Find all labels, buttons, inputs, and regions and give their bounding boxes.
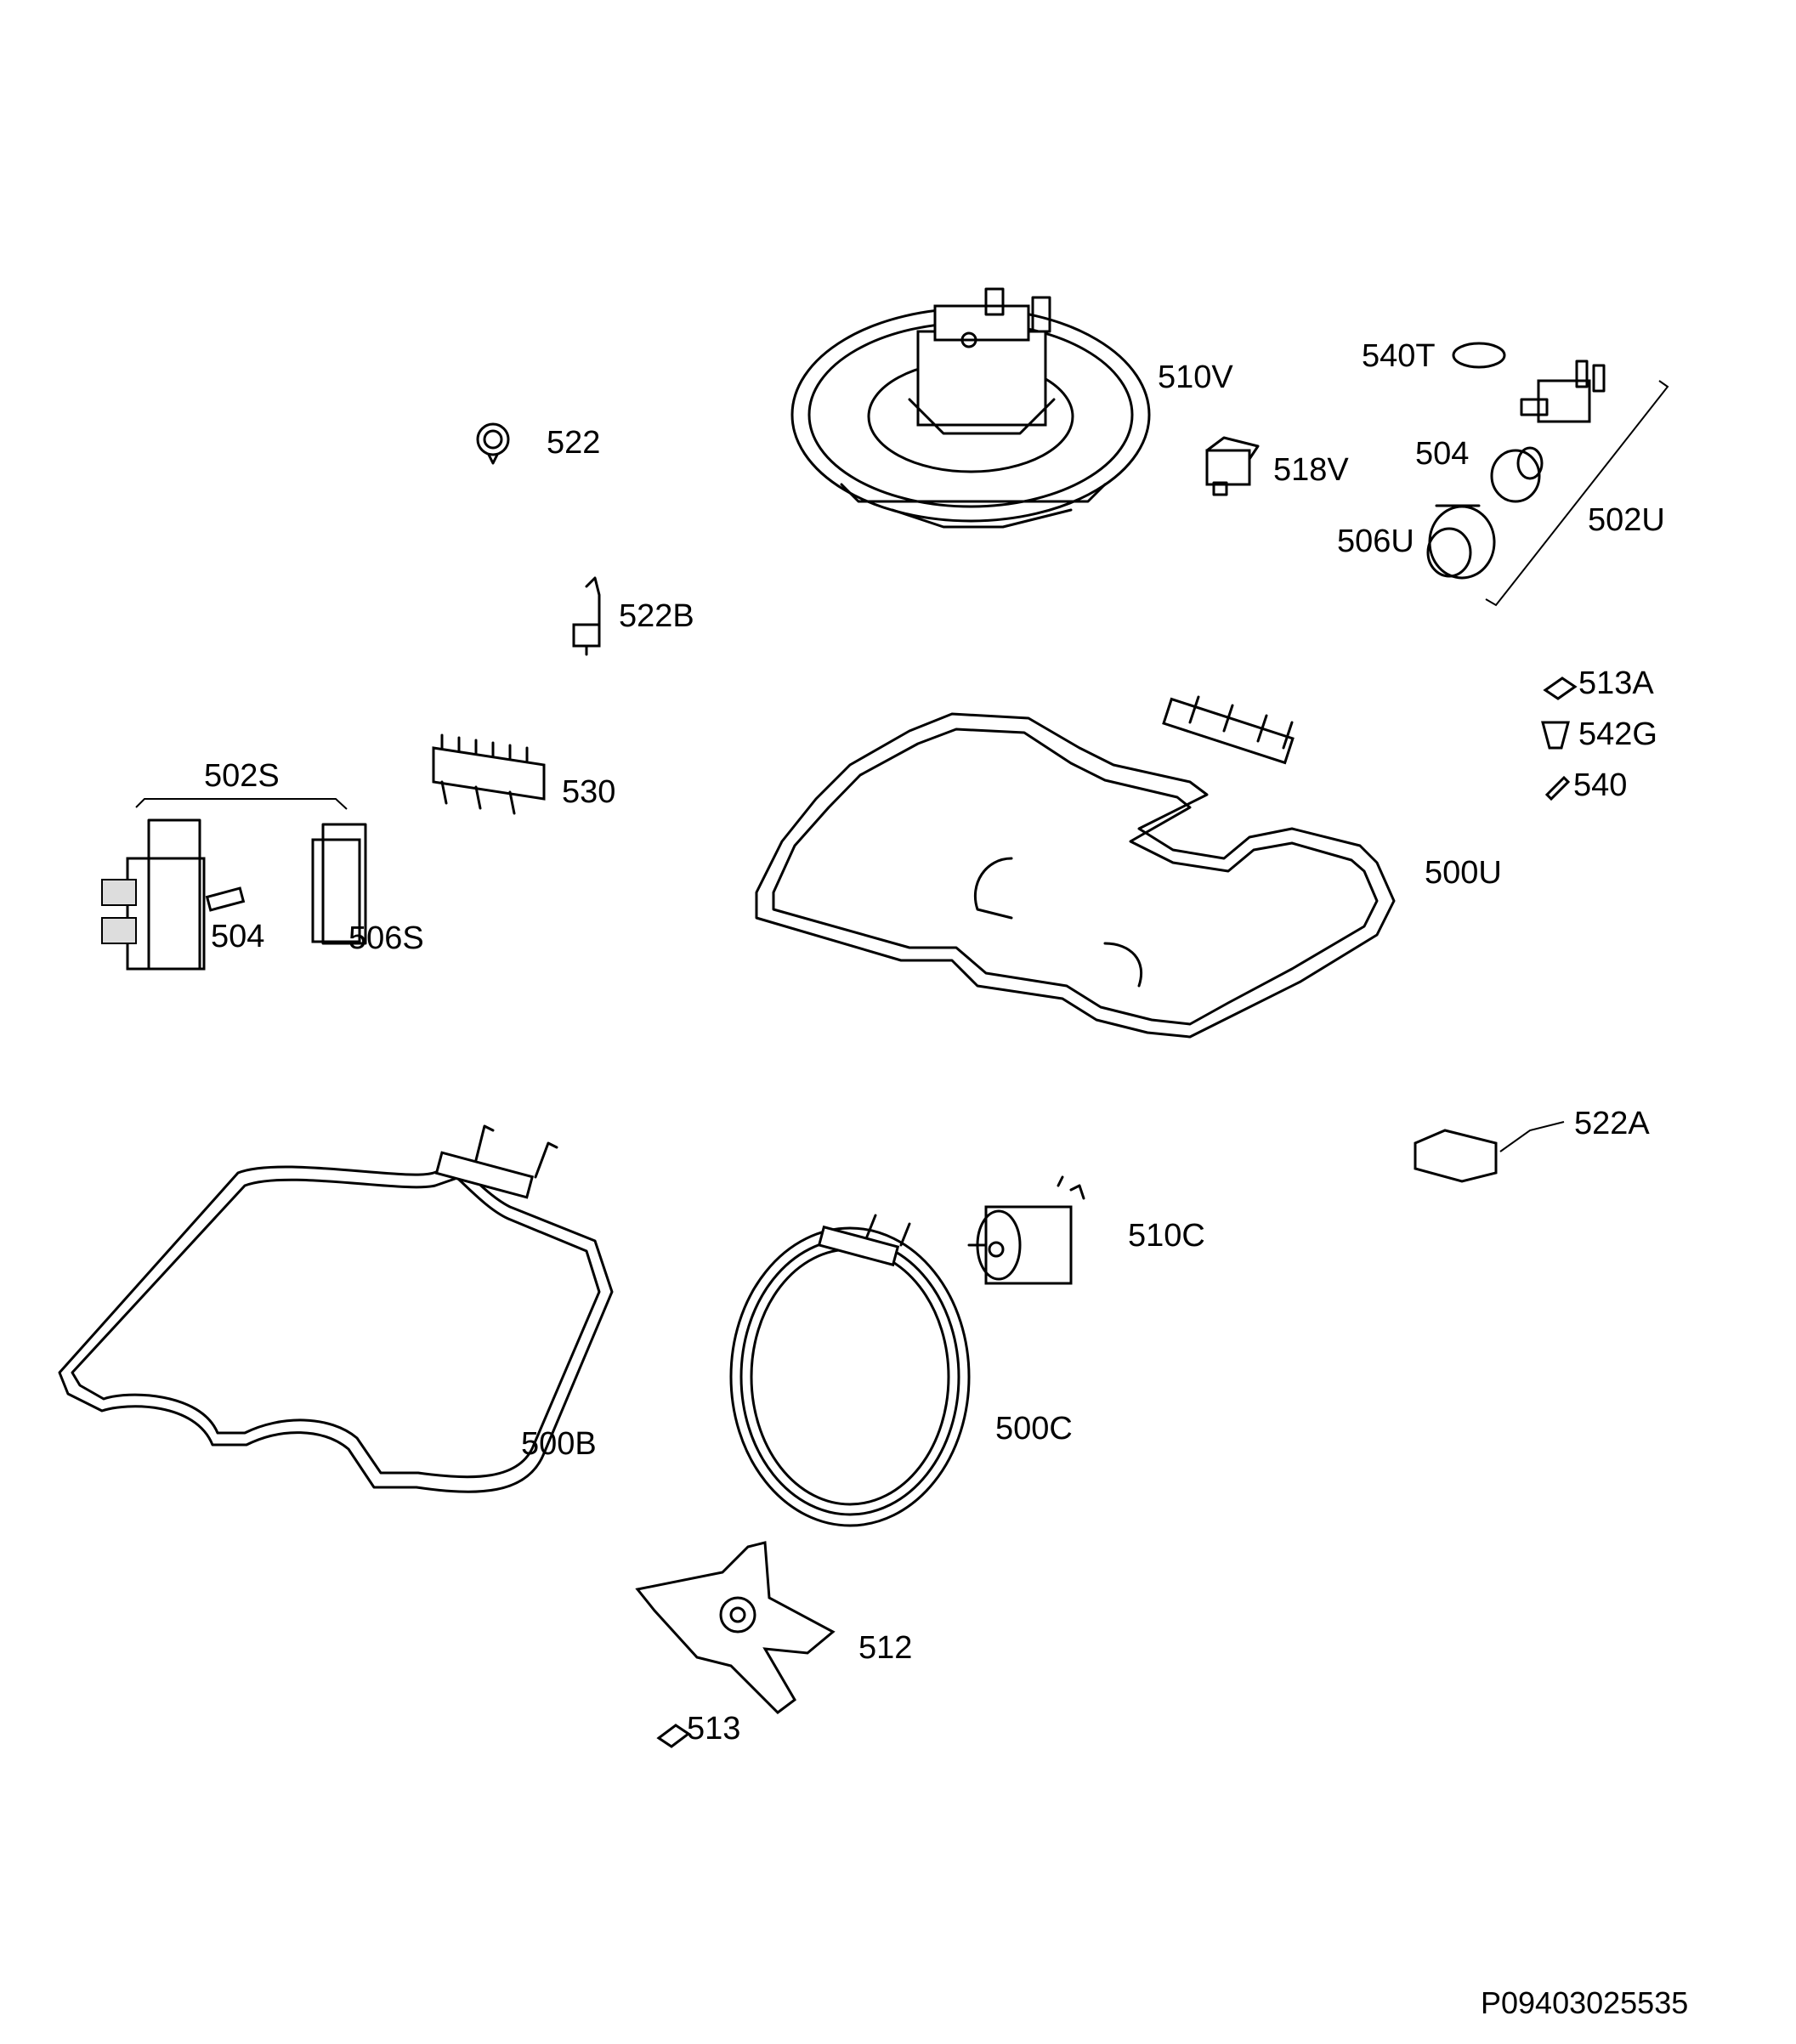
label-513: 513 [687, 1711, 741, 1747]
part-504-bulb-top [1490, 446, 1544, 503]
label-500B: 500B [521, 1426, 597, 1462]
part-540T-gasket [1452, 342, 1506, 369]
label-502U: 502U [1588, 502, 1665, 538]
label-540T: 540T [1362, 338, 1436, 374]
part-510V-fan-motor-assembly [790, 287, 1151, 529]
part-522-clip [476, 422, 510, 465]
part-542G-sleeve [1541, 721, 1570, 750]
label-506S: 506S [348, 920, 424, 956]
part-506U-lamp-cover [1426, 504, 1496, 580]
label-500C: 500C [995, 1411, 1073, 1447]
drawing-reference-number: P09403025535 [1481, 1985, 1689, 2020]
part-500U-grill-element [755, 695, 1396, 1039]
part-522A-thermostat [1414, 1121, 1565, 1183]
label-518V: 518V [1273, 452, 1349, 488]
part-512-fan-blade [635, 1541, 836, 1714]
part-502S-lamp-housing [101, 818, 206, 971]
part-502S-bracket-line [135, 798, 348, 810]
label-530: 530 [562, 774, 616, 810]
label-504-left: 504 [211, 919, 265, 954]
label-512: 512 [858, 1630, 913, 1666]
part-504-bulb-left [205, 886, 246, 912]
label-502S: 502S [204, 758, 280, 794]
label-522: 522 [547, 425, 601, 461]
part-513A-cap [1543, 677, 1578, 700]
part-513-cap [656, 1724, 691, 1748]
label-510C: 510C [1128, 1218, 1205, 1254]
part-540-pin [1544, 775, 1571, 801]
part-506S-cover [311, 823, 367, 945]
label-542G: 542G [1578, 716, 1657, 752]
label-540: 540 [1573, 767, 1628, 803]
part-510C-motor [967, 1175, 1085, 1285]
label-513A: 513A [1578, 665, 1654, 701]
part-502U-lamp-assembly [1485, 360, 1669, 607]
part-500B-bottom-element [58, 1124, 614, 1493]
part-500C-ring-element [729, 1214, 971, 1527]
part-530-terminal-block [432, 733, 546, 815]
label-500U: 500U [1425, 855, 1502, 891]
label-522B: 522B [619, 598, 694, 634]
label-506U: 506U [1337, 524, 1414, 559]
part-522B-thermostat [572, 576, 601, 656]
part-518V-bracket [1205, 436, 1260, 496]
label-510V: 510V [1158, 360, 1233, 395]
label-504-top: 504 [1415, 436, 1470, 472]
label-522A: 522A [1574, 1106, 1650, 1141]
